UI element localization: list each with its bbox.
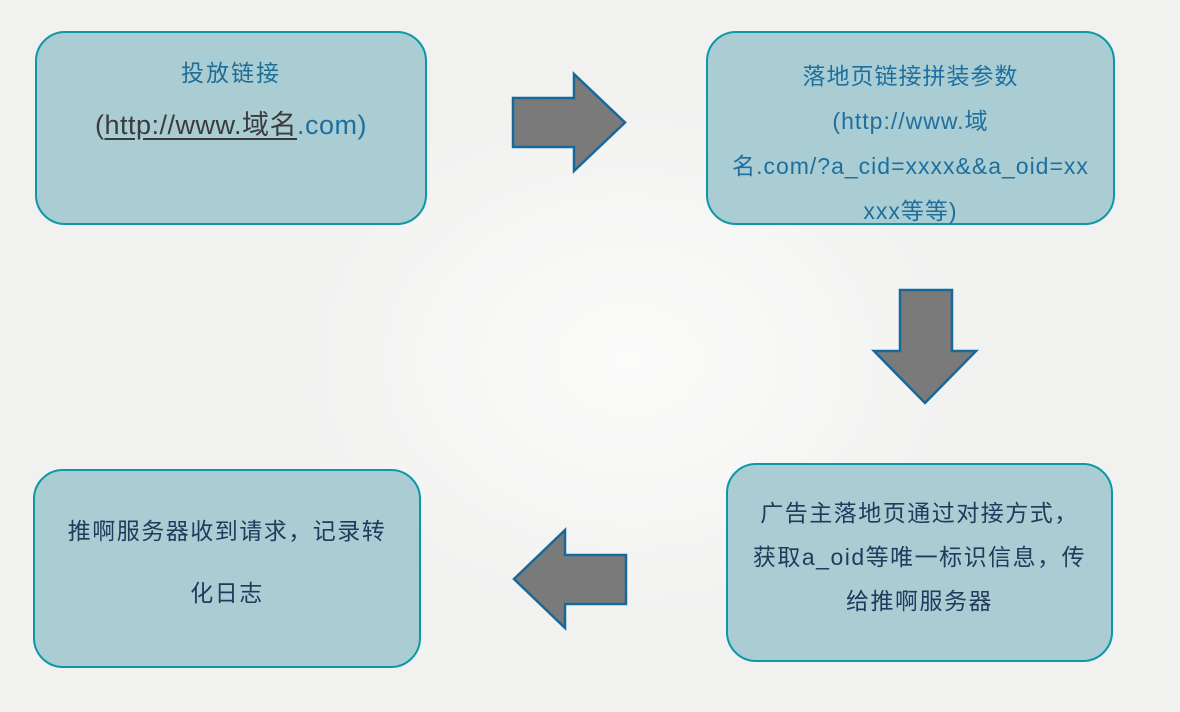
- node-text-line: 获取a_oid等唯一标识信息，传: [752, 544, 1087, 570]
- node-text-line: xxx等等): [863, 198, 958, 224]
- flow-node-delivery-link: 投放链接 (http://www.域名.com): [35, 31, 427, 225]
- down-arrow-icon: [871, 288, 979, 406]
- node-text-line: 化日志: [190, 580, 264, 606]
- node-text-line: 名.com/?a_cid=xxxx&&a_oid=xx: [732, 153, 1089, 179]
- url-suffix-text: .com): [297, 110, 368, 140]
- node-text-line: (http://www.域: [832, 108, 989, 134]
- flow-node-landing-page-params: 落地页链接拼装参数 (http://www.域 名.com/?a_cid=xxx…: [706, 31, 1115, 225]
- node-text-line: 推啊服务器收到请求，记录转: [67, 518, 387, 544]
- left-arrow-icon: [511, 527, 628, 631]
- node-text-line: 给推啊服务器: [846, 588, 993, 614]
- node-text-line: 广告主落地页通过对接方式，: [760, 500, 1079, 526]
- flow-node-server-log: 推啊服务器收到请求，记录转 化日志: [33, 469, 421, 668]
- node-url-line: (http://www.域名.com): [37, 99, 425, 151]
- node-title: 投放链接: [181, 60, 281, 86]
- url-underlined-text: http://www.域名: [104, 110, 298, 140]
- node-text-line: 落地页链接拼装参数: [802, 63, 1019, 89]
- flow-node-advertiser-landing-page: 广告主落地页通过对接方式， 获取a_oid等唯一标识信息，传 给推啊服务器: [726, 463, 1113, 662]
- right-arrow-icon: [511, 71, 628, 174]
- url-open-paren: (: [94, 110, 105, 140]
